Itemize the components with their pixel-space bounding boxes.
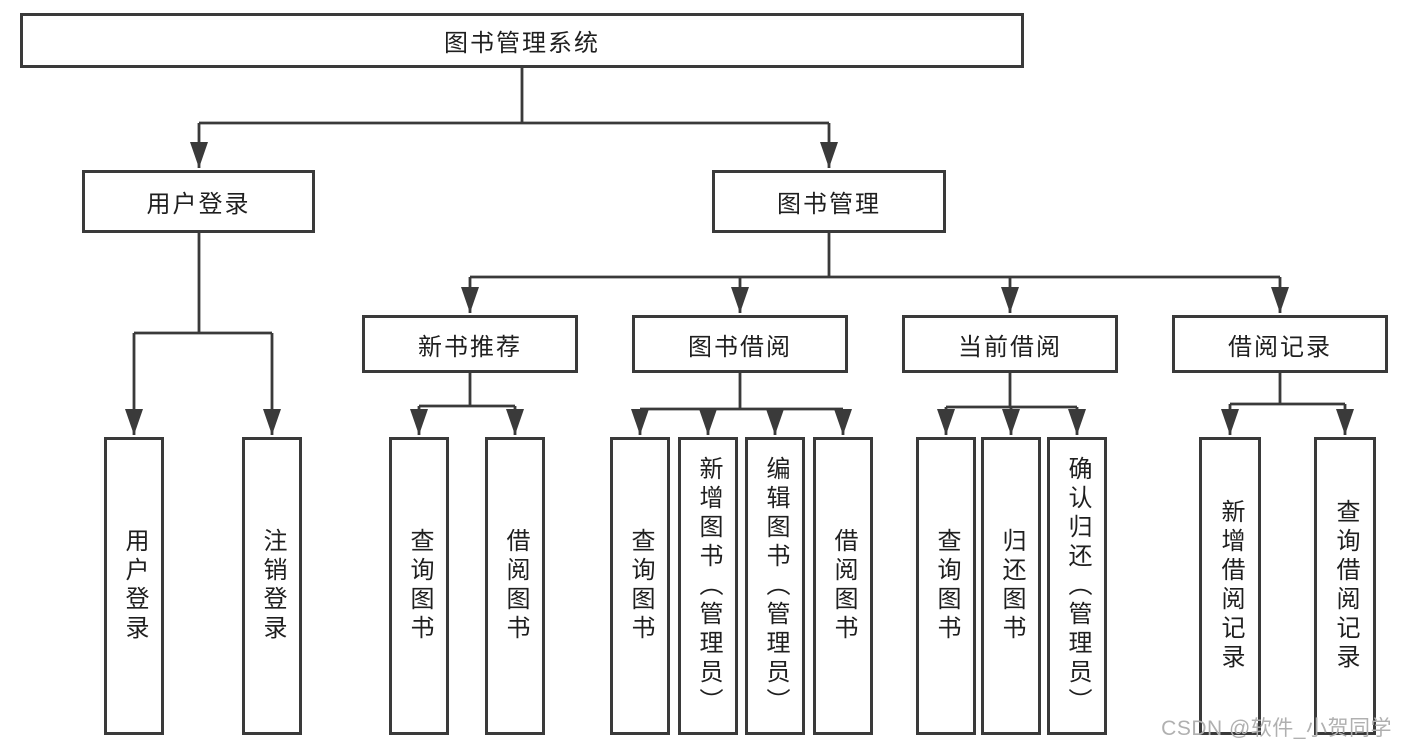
connector-current-borrow-to-children (937, 373, 1086, 435)
leaf-borrow-edit-books-admin: 编辑图书（管理员） (745, 437, 805, 735)
leaf-user-login: 用户登录 (104, 437, 164, 735)
watermark: CSDN @软件_小贺同学 (1161, 717, 1392, 740)
connector-book-management-to-level3 (461, 233, 1289, 313)
connector-book-borrow-to-children (631, 373, 852, 435)
node-book-management: 图书管理 (712, 170, 946, 233)
leaf-current-confirm-return-admin: 确认归还（管理员） (1047, 437, 1107, 735)
connector-borrow-records-to-children (1221, 373, 1354, 435)
connector-user-login-to-children (125, 233, 281, 435)
leaf-newbook-borrow-books: 借阅图书 (485, 437, 545, 735)
leaf-borrow-add-books-admin: 新增图书（管理员） (678, 437, 738, 735)
leaf-borrow-query-books: 查询图书 (610, 437, 670, 735)
node-borrow-records: 借阅记录 (1172, 315, 1388, 373)
node-new-book-recommend: 新书推荐 (362, 315, 578, 373)
connector-root-to-level2 (190, 68, 838, 168)
leaf-current-return-books: 归还图书 (981, 437, 1041, 735)
leaf-borrow-borrow-books: 借阅图书 (813, 437, 873, 735)
node-root: 图书管理系统 (20, 13, 1024, 68)
node-user-login: 用户登录 (82, 170, 315, 233)
leaf-records-add-record: 新增借阅记录 (1199, 437, 1261, 735)
node-book-borrow: 图书借阅 (632, 315, 848, 373)
leaf-logout: 注销登录 (242, 437, 302, 735)
leaf-current-query-books: 查询图书 (916, 437, 976, 735)
leaf-newbook-query-books: 查询图书 (389, 437, 449, 735)
leaf-records-query-record: 查询借阅记录 (1314, 437, 1376, 735)
connector-new-book-to-children (410, 373, 524, 435)
node-current-borrow: 当前借阅 (902, 315, 1118, 373)
